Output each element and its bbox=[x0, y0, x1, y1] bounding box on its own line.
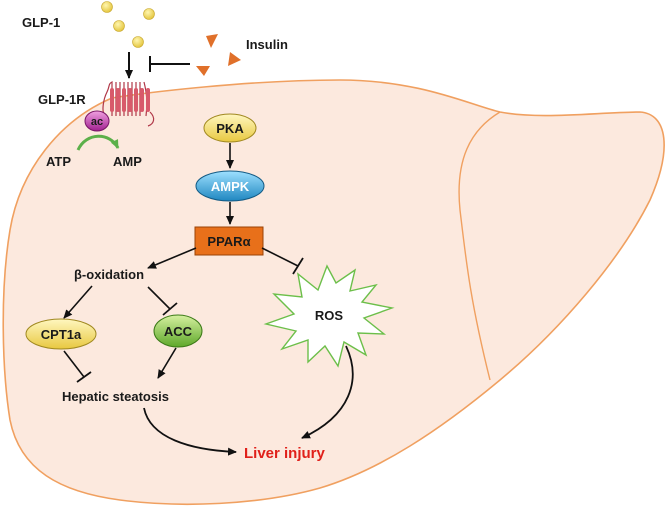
hepatic-steatosis-label: Hepatic steatosis bbox=[62, 389, 169, 404]
beta-oxidation-inhibits-acc-bar bbox=[162, 302, 178, 316]
beta-oxidation-to-cpt1a-arrow bbox=[63, 285, 93, 319]
ros-node: ROS bbox=[263, 264, 395, 368]
ros-to-liver-injury-arrow bbox=[301, 345, 354, 439]
cpt1a-inhibits-steatosis-line bbox=[63, 350, 85, 378]
glp1-molecules bbox=[101, 1, 155, 48]
pka-label: PKA bbox=[216, 121, 244, 136]
beta-oxidation-label: β-oxidation bbox=[74, 267, 144, 282]
ppar-alpha-node: PPARα bbox=[194, 226, 264, 256]
liver-lobe-line bbox=[458, 111, 501, 381]
ac-node: ac bbox=[84, 110, 110, 132]
acc-label: ACC bbox=[164, 324, 193, 339]
ros-label: ROS bbox=[315, 308, 344, 323]
steatosis-to-liver-injury-arrow bbox=[143, 407, 237, 456]
pka-node: PKA bbox=[203, 113, 257, 143]
beta-oxidation-inhibits-acc-line bbox=[147, 286, 171, 310]
glp1r-receptor bbox=[98, 81, 155, 127]
ampk-node: AMPK bbox=[195, 170, 265, 202]
insulin-molecules bbox=[196, 34, 241, 76]
cpt1a-label: CPT1a bbox=[41, 327, 82, 342]
liver-injury-label: Liver injury bbox=[244, 445, 326, 462]
atp-to-amp-arrow bbox=[76, 134, 120, 151]
glp1r-label: GLP-1R bbox=[38, 92, 86, 107]
acc-node: ACC bbox=[153, 314, 203, 348]
ppar-inhibits-ros-line bbox=[261, 247, 299, 267]
insulin-label: Insulin bbox=[246, 37, 288, 52]
cpt1a-node: CPT1a bbox=[25, 318, 97, 350]
ppar-alpha-label: PPARα bbox=[207, 234, 250, 249]
ppar-to-beta-oxidation-arrow bbox=[147, 247, 197, 269]
amp-label: AMP bbox=[113, 154, 142, 169]
ppar-inhibits-ros-bar bbox=[292, 257, 304, 275]
ac-label: ac bbox=[91, 116, 103, 128]
cpt1a-inhibits-steatosis-bar bbox=[76, 371, 92, 383]
acc-to-steatosis-arrow bbox=[157, 347, 177, 379]
atp-label: ATP bbox=[46, 154, 71, 169]
ampk-label: AMPK bbox=[211, 179, 250, 194]
ros-starburst bbox=[263, 264, 395, 368]
glp1-label: GLP-1 bbox=[22, 15, 60, 30]
